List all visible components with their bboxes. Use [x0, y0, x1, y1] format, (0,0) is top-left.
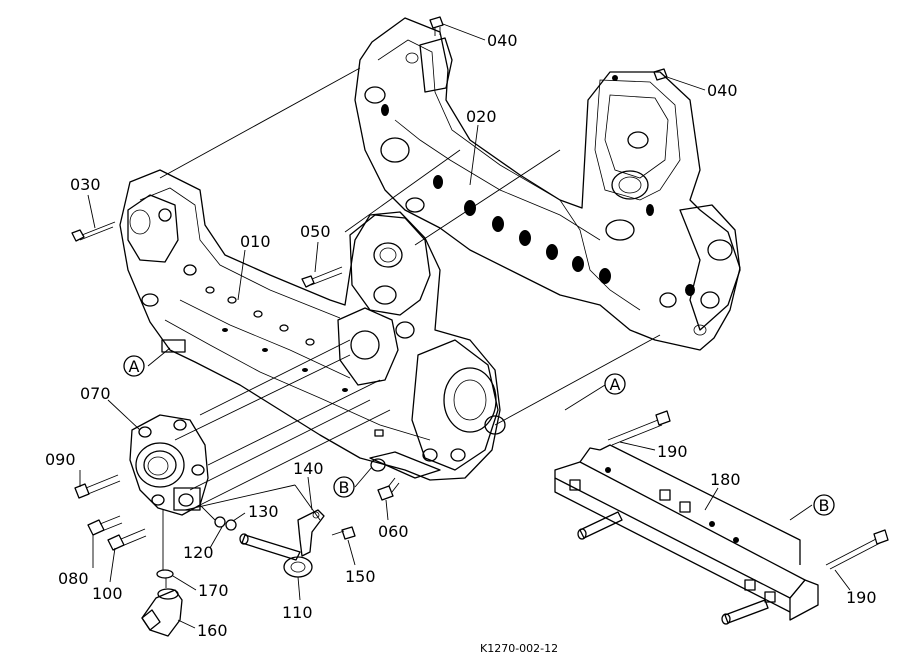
part-010-front-frame: [119, 169, 506, 481]
callout-100: 100: [92, 584, 123, 603]
part-140-bracket: [297, 509, 325, 557]
callout-110: 110: [282, 603, 313, 622]
callout-120: 120: [183, 543, 214, 562]
callout-130: 130: [248, 502, 279, 521]
callout-140: 140: [293, 459, 324, 478]
leader-lines: [79, 23, 851, 629]
drawing-code: K1270-002-12: [480, 642, 558, 655]
callout-040-top: 040: [487, 31, 518, 50]
part-100-bolt: [107, 528, 147, 551]
callout-030: 030: [70, 175, 101, 194]
part-030-bolt: [71, 221, 116, 242]
callout-040-right: 040: [707, 81, 738, 100]
part-160-elbow-fitting: [141, 588, 183, 637]
part-150-bolt: [331, 526, 356, 540]
part-040-bolt-top: [429, 16, 444, 36]
callout-080: 080: [58, 569, 89, 588]
callout-090: 090: [45, 450, 76, 469]
part-090-bolt: [74, 474, 121, 499]
svg-text:A: A: [610, 375, 621, 394]
callout-170: 170: [198, 581, 229, 600]
part-180-support-bracket: [554, 444, 819, 625]
part-050-bolt: [301, 266, 343, 288]
part-170-oring: [156, 569, 174, 579]
part-110-shaft: [239, 533, 313, 578]
part-020-rear-frame: [354, 17, 741, 351]
callout-020: 020: [466, 107, 497, 126]
svg-text:B: B: [819, 496, 830, 515]
part-190-bolt-upper: [607, 410, 671, 446]
ref-marker-b-right: B: [813, 494, 835, 516]
part-060-bolt: [377, 477, 400, 501]
ref-marker-b-left: B: [333, 476, 355, 498]
part-120-ring: [214, 516, 226, 528]
part-130-ring: [225, 519, 237, 531]
ref-marker-a-right: A: [604, 373, 626, 395]
callout-190-lower: 190: [846, 588, 877, 607]
callout-070: 070: [80, 384, 111, 403]
part-040-bolt-right: [653, 68, 668, 81]
part-080-bolt: [87, 515, 123, 536]
svg-text:A: A: [129, 357, 140, 376]
callout-190-upper: 190: [657, 442, 688, 461]
callout-010: 010: [240, 232, 271, 251]
callout-050: 050: [300, 222, 331, 241]
callout-180: 180: [710, 470, 741, 489]
callout-060: 060: [378, 522, 409, 541]
callout-150: 150: [345, 567, 376, 586]
ref-marker-a-left: A: [123, 355, 145, 377]
svg-text:B: B: [339, 478, 350, 497]
assembly-lines: [159, 67, 661, 588]
part-190-bolt-lower: [825, 529, 889, 570]
callout-160: 160: [197, 621, 228, 640]
